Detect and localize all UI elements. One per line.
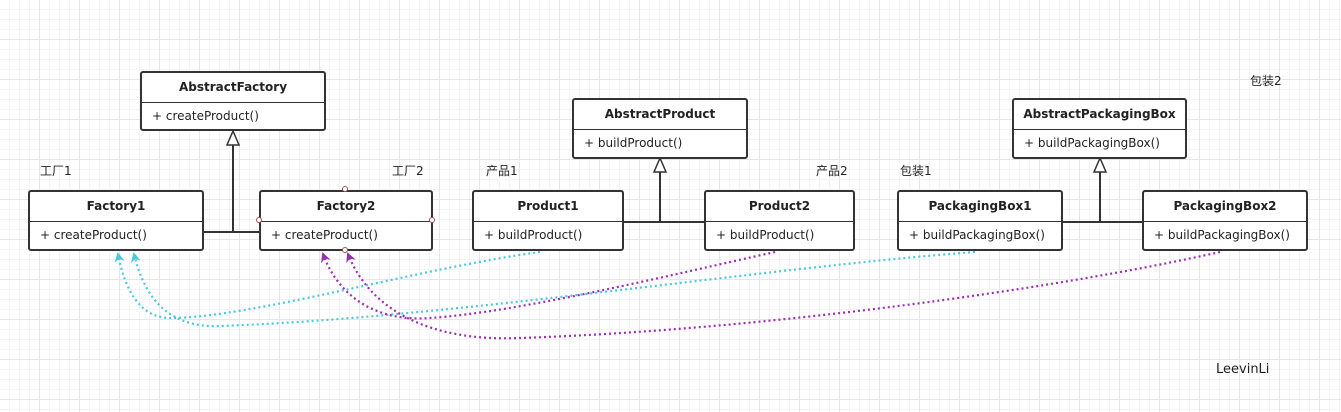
class-method: + buildProduct() [716, 228, 815, 242]
resize-handle-right[interactable] [429, 217, 435, 223]
class-method: + createProduct() [40, 228, 147, 242]
label-factory1[interactable]: 工厂1 [40, 164, 72, 178]
class-method: + buildPackagingBox() [1024, 136, 1160, 150]
class-product2[interactable]: Product2 + buildProduct() [704, 190, 855, 251]
class-name: AbstractProduct [574, 100, 746, 130]
class-abstract-factory[interactable]: AbstractFactory + createProduct() [140, 71, 326, 131]
class-factory1[interactable]: Factory1 + createProduct() [28, 190, 204, 251]
class-packaging-box2[interactable]: PackagingBox2 + buildPackagingBox() [1142, 190, 1308, 251]
label-factory2[interactable]: 工厂2 [392, 164, 424, 178]
label-product1[interactable]: 产品1 [486, 164, 518, 178]
dependency-product2-to-factory2 [321, 250, 776, 320]
author-signature: LeevinLi [1216, 362, 1270, 377]
generalization-arrow-icon [652, 156, 668, 173]
generalization-arrow-icon [225, 129, 241, 146]
class-method: + buildProduct() [484, 228, 583, 242]
product-inheritance [623, 156, 705, 223]
class-factory2[interactable]: Factory2 + createProduct() [259, 190, 433, 251]
resize-handle-top[interactable] [342, 186, 348, 192]
class-name: AbstractPackagingBox [1014, 100, 1185, 130]
resize-handle-bottom[interactable] [342, 247, 348, 253]
class-name: PackagingBox1 [899, 192, 1061, 222]
class-method: + createProduct() [271, 228, 378, 242]
label-packaging2[interactable]: 包装2 [1250, 74, 1282, 88]
class-name: PackagingBox2 [1144, 192, 1306, 222]
class-name: Factory2 [261, 192, 431, 222]
factory1-dependencies [114, 250, 976, 328]
dependency-packagingbox2-to-factory2 [346, 250, 1221, 340]
label-product2[interactable]: 产品2 [816, 164, 848, 178]
class-packaging-box1[interactable]: PackagingBox1 + buildPackagingBox() [897, 190, 1063, 251]
generalization-arrow-icon [1092, 156, 1108, 173]
class-abstract-product[interactable]: AbstractProduct + buildProduct() [572, 98, 748, 159]
class-method: + buildProduct() [584, 136, 683, 150]
class-name: Product1 [474, 192, 622, 222]
dependency-packagingbox1-to-factory1 [131, 250, 976, 328]
resize-handle-left[interactable] [256, 217, 262, 223]
class-abstract-packaging-box[interactable]: AbstractPackagingBox + buildPackagingBox… [1012, 98, 1187, 159]
class-name: AbstractFactory [142, 73, 324, 103]
label-packaging1[interactable]: 包装1 [900, 164, 932, 178]
class-name: Product2 [706, 192, 853, 222]
packaging-inheritance [1062, 156, 1143, 223]
class-method: + buildPackagingBox() [909, 228, 1045, 242]
dependency-product1-to-factory1 [114, 250, 541, 320]
factory2-dependencies [321, 250, 1221, 340]
class-product1[interactable]: Product1 + buildProduct() [472, 190, 624, 251]
class-method: + createProduct() [152, 109, 259, 123]
factory-inheritance [203, 129, 259, 233]
class-method: + buildPackagingBox() [1154, 228, 1290, 242]
class-name: Factory1 [30, 192, 202, 222]
